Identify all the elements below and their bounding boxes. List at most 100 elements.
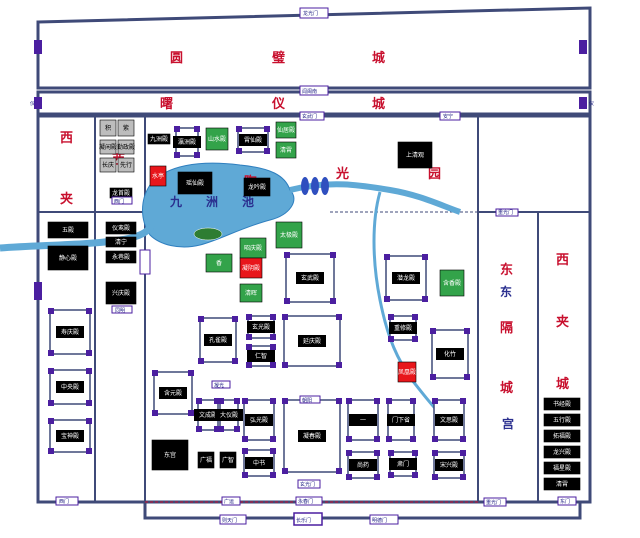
hall-huazhu: 化竹 [430,328,470,380]
hall-hongguang-corner-0 [242,398,248,404]
hall-zhongyang-core [56,381,84,393]
hall-qianlong-core [392,272,420,284]
hall-xiaoxian: 霄仙殿 [236,126,270,154]
hall-xuanwu_d: 玄武殿 [284,252,336,304]
hall-qianlong: 潜龙殿 [384,254,428,302]
hall-hanyuan-corner-0 [152,370,158,376]
region-east-west-1: 西 [556,253,569,268]
gate-left-bottom-label: 西门 [59,498,69,505]
hall-shouqing-corner-2 [48,350,54,356]
hall-qingning-label: 清宁 [115,238,127,246]
hall-yingzhou-corner-0 [174,126,180,132]
gate-water-2 [311,177,319,195]
hall-huazhu-corner-1 [464,328,470,334]
gate-qiguang [211,380,231,389]
hall-zhongxiu-corner-0 [388,314,394,320]
yuanbi-city: 圆 璧 城 龙光门 [34,6,592,90]
hall-zhongyang-corner-0 [48,368,54,374]
gate-xuanwu [299,111,325,121]
hall-ningchun: 凝春殿 [282,398,342,474]
hall-xianxing: 先行 [117,157,135,173]
hall-wensi: 文思殿 [432,398,466,442]
hall-wuyan: 五殿 [47,221,89,239]
hall-yishan-label: 一 [360,417,366,424]
hall-wuxing-block [543,413,581,427]
gate-west-a [111,196,133,205]
hall-ji: 积 [99,119,117,137]
hall-tuofu: 拓福殿 [543,429,581,443]
hall-zhongxiu-corner-2 [388,336,394,342]
gate-xuanguang [297,479,321,489]
hall-xiaoxian-corner-1 [264,126,270,132]
gate-west-c [111,305,133,314]
region-yuan: 园 [428,167,441,182]
hall-hongguang-corner-2 [242,436,248,442]
gate-yi-left [34,97,42,109]
hall-shuiting: 水亭 [149,165,167,187]
hall-ningyin-label: 凝阴殿 [242,264,260,272]
hall-xuanguang_d-label: 玄光殿 [252,323,270,331]
hall-xuanguang_d-corner-2 [246,334,252,340]
hall-zhongyang: 中央殿 [48,368,92,406]
gate-west-a-label: 西门 [114,198,124,205]
hall-yanqing: 延庆殿 [282,314,342,368]
hall-jingxin-label: 静心殿 [59,254,77,262]
hall-xiaoxian-corner-2 [236,148,242,154]
gate-top [299,7,329,19]
hall-sumen-corner-1 [412,450,418,456]
hall-zhongshu-corner-3 [270,472,276,478]
hall-xiaoxian-core [239,134,267,146]
hall-shanshui-block [205,127,229,151]
gates: 玄武门 安宁 重光门 玄光门 重光门 则天门 长乐门 明德门 广运 永春门 西门… [34,111,577,526]
hall-xuanguang_d-core [247,321,275,333]
hall-yiyun-block [105,221,137,235]
hall-zhongyang-label: 中央殿 [61,383,79,391]
island [193,227,223,241]
gate-guangyun-label: 广运 [224,498,234,505]
hall-zhaoqing-label: 昭庆殿 [244,244,262,252]
hall-xuanwu_d-core [296,272,324,284]
hall-songxing-label: 宋兴殿 [440,461,458,469]
hall-dongsi-block [151,439,189,471]
hall-qianlong-corner-2 [384,296,390,302]
hall-sumen-corner-3 [412,472,418,478]
hall-renzhi-corner-2 [246,362,252,368]
hall-sumen-core [389,458,417,470]
hall-menxia-core [387,414,415,426]
hall-xuanwu_d-corner-2 [284,298,290,304]
hall-changqing: 长庆 [99,157,117,173]
hall-shangyao-corner-0 [346,450,352,456]
hall-yaoxian-label: 瑶仙殿 [186,179,204,187]
hall-changqing-block [99,157,117,173]
hall-fenghuang-label: 凤凰殿 [398,369,416,376]
hall-wendian-corner-3 [214,426,220,432]
hall-hongguang-label: 弘光殿 [250,416,268,424]
hall-renzhi-corner-1 [270,344,276,350]
hall-hongguang-corner-1 [270,398,276,404]
gate-right-guangmen-label: 重光门 [498,209,513,216]
hall-shujing: 书经殿 [543,397,581,411]
hall-shanshui: 山水殿 [205,127,229,151]
hall-qingxian-label: 清霄 [280,146,292,154]
hall-wensi-corner-2 [432,436,438,442]
hall-guangfu-label: 广福 [200,456,212,464]
hall-fuxing-block [543,461,581,475]
hall-hanyuan-core [159,387,187,399]
hall-wensi-corner-0 [432,398,438,404]
gate-west-wall [34,282,42,300]
hall-huazhu-core [436,348,464,360]
hall-xingqing-block [105,281,137,305]
hall-daqi-core [215,409,243,421]
hall-longxing-block [543,445,581,459]
hall-zi-label: 紫 [123,124,129,132]
region-east-dong: 东 [500,284,512,299]
gate-zhaoyang [299,395,321,404]
hall-huazhu-corner-0 [430,328,436,334]
hall-ningchun-core [298,430,326,442]
hall-fuxing-label: 福星殿 [553,464,571,472]
hall-songxing-corner-3 [460,474,466,480]
hall-wensi-core [435,414,463,426]
region-east-jia-1: 东 [500,262,513,278]
hall-fenghuang-block [397,361,417,383]
hall-menxia-corner-0 [386,398,392,404]
